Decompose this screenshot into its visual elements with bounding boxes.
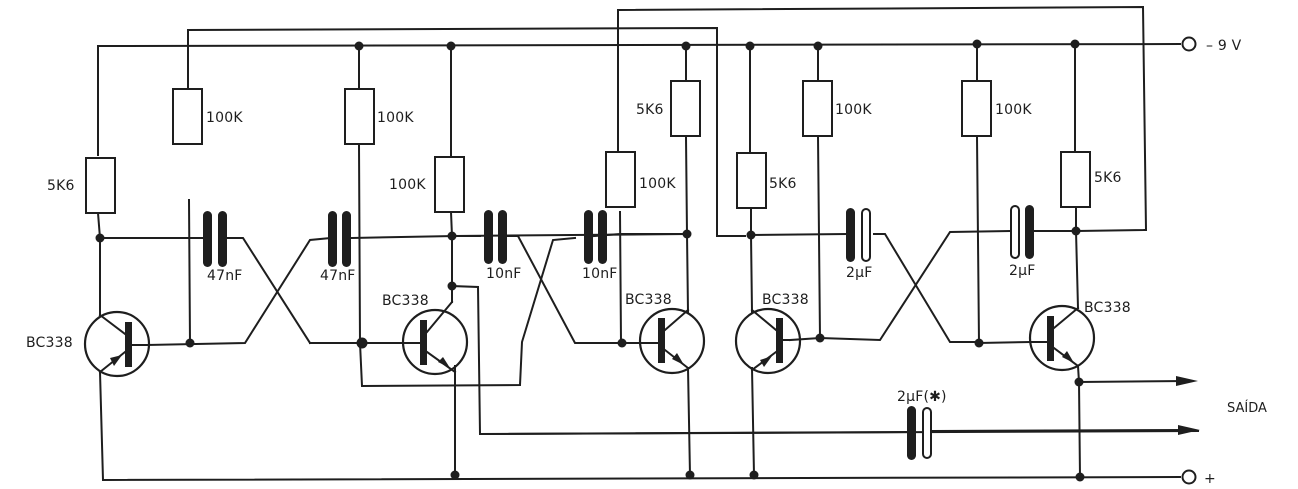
resistor-r7 xyxy=(736,152,767,209)
positive-supply-terminal xyxy=(1181,469,1197,485)
resistor-r6-label: 5K6 xyxy=(636,102,664,118)
wire-q1-col-c1 xyxy=(99,237,312,345)
resistor-r10-label: 5K6 xyxy=(1094,170,1122,186)
capacitor-c3 xyxy=(484,210,507,264)
resistor-r1 xyxy=(85,157,116,214)
positive-supply-label: + xyxy=(1204,471,1216,487)
resistor-r9-label: 100K xyxy=(995,102,1032,118)
transistor-q2-label: BC338 xyxy=(382,293,429,309)
output-arrow-2 xyxy=(1178,425,1200,435)
negative-supply-rail xyxy=(96,42,1182,48)
capacitor-c5-label: 2µF xyxy=(846,265,872,281)
wire-output-1 xyxy=(1077,379,1188,384)
resistor-r1-label: 5K6 xyxy=(47,178,75,194)
wire-q3-emitter xyxy=(686,366,692,477)
negative-supply-terminal xyxy=(1181,36,1197,52)
resistor-r8-label: 100K xyxy=(835,102,872,118)
wire-c5 xyxy=(749,232,981,343)
junction-dots xyxy=(95,39,1085,482)
resistor-r6 xyxy=(670,80,701,137)
wire-r8 xyxy=(788,45,1012,342)
capacitor-c1 xyxy=(203,211,227,267)
resistor-r7-label: 5K6 xyxy=(769,176,797,192)
labels: – 9 V + SAÍDA 5K6 100K 100K 100K 100K 5K… xyxy=(26,38,1267,487)
wire-r2-feed xyxy=(187,26,746,237)
transistor-q3-label: BC338 xyxy=(625,292,672,308)
resistor-r5 xyxy=(605,151,636,208)
wire-q1-base xyxy=(145,236,333,347)
wire-outer-loop xyxy=(617,5,1148,233)
resistor-r8 xyxy=(802,80,833,137)
capacitor-c7-electrolytic xyxy=(907,406,932,460)
transistor-q4-label: BC338 xyxy=(762,292,809,308)
resistor-r4-label: 100K xyxy=(389,177,426,193)
transistors xyxy=(83,300,1096,378)
negative-supply-label: – 9 V xyxy=(1206,38,1242,54)
capacitor-c6-electrolytic xyxy=(1010,205,1034,259)
output-arrows xyxy=(1176,376,1200,435)
positive-supply-rail xyxy=(101,475,1182,482)
resistor-r4 xyxy=(434,156,465,213)
output-label: SAÍDA xyxy=(1227,400,1267,416)
resistor-r3-label: 100K xyxy=(377,110,414,126)
wire-c7-right xyxy=(930,428,1190,433)
capacitor-c5-electrolytic xyxy=(846,208,871,262)
transistor-q1 xyxy=(83,310,151,378)
resistor-r10 xyxy=(1060,151,1091,208)
resistor-r3 xyxy=(344,88,375,145)
resistor-r5-label: 100K xyxy=(639,176,676,192)
capacitor-c1-label: 47nF xyxy=(207,268,243,284)
resistor-r2-label: 100K xyxy=(206,110,243,126)
transistor-q1-label: BC338 xyxy=(26,335,73,351)
capacitor-c4 xyxy=(584,210,607,264)
capacitor-c6-label: 2µF xyxy=(1009,263,1035,279)
capacitors xyxy=(203,205,1034,460)
wire-c3 xyxy=(451,235,623,344)
capacitor-c2-label: 47nF xyxy=(320,268,356,284)
transistor-q6-label: BC338 xyxy=(1084,300,1131,316)
output-arrow-1 xyxy=(1176,376,1198,386)
capacitor-c4-label: 10nF xyxy=(582,266,618,282)
wire-q4-emitter xyxy=(750,366,756,477)
wire-q1-emitter xyxy=(98,370,105,482)
capacitor-c7-label: 2µF(✱) xyxy=(897,389,947,405)
capacitor-c3-label: 10nF xyxy=(486,266,522,282)
transistor-q4 xyxy=(734,307,802,375)
transistor-q2 xyxy=(399,300,469,376)
wire-c7-left xyxy=(478,430,910,436)
resistor-r9 xyxy=(961,80,992,137)
transistor-q3 xyxy=(621,307,706,375)
resistor-r2 xyxy=(172,88,203,145)
transistor-q6 xyxy=(1028,304,1096,372)
capacitor-c2 xyxy=(328,211,351,267)
resistors xyxy=(85,80,1091,214)
